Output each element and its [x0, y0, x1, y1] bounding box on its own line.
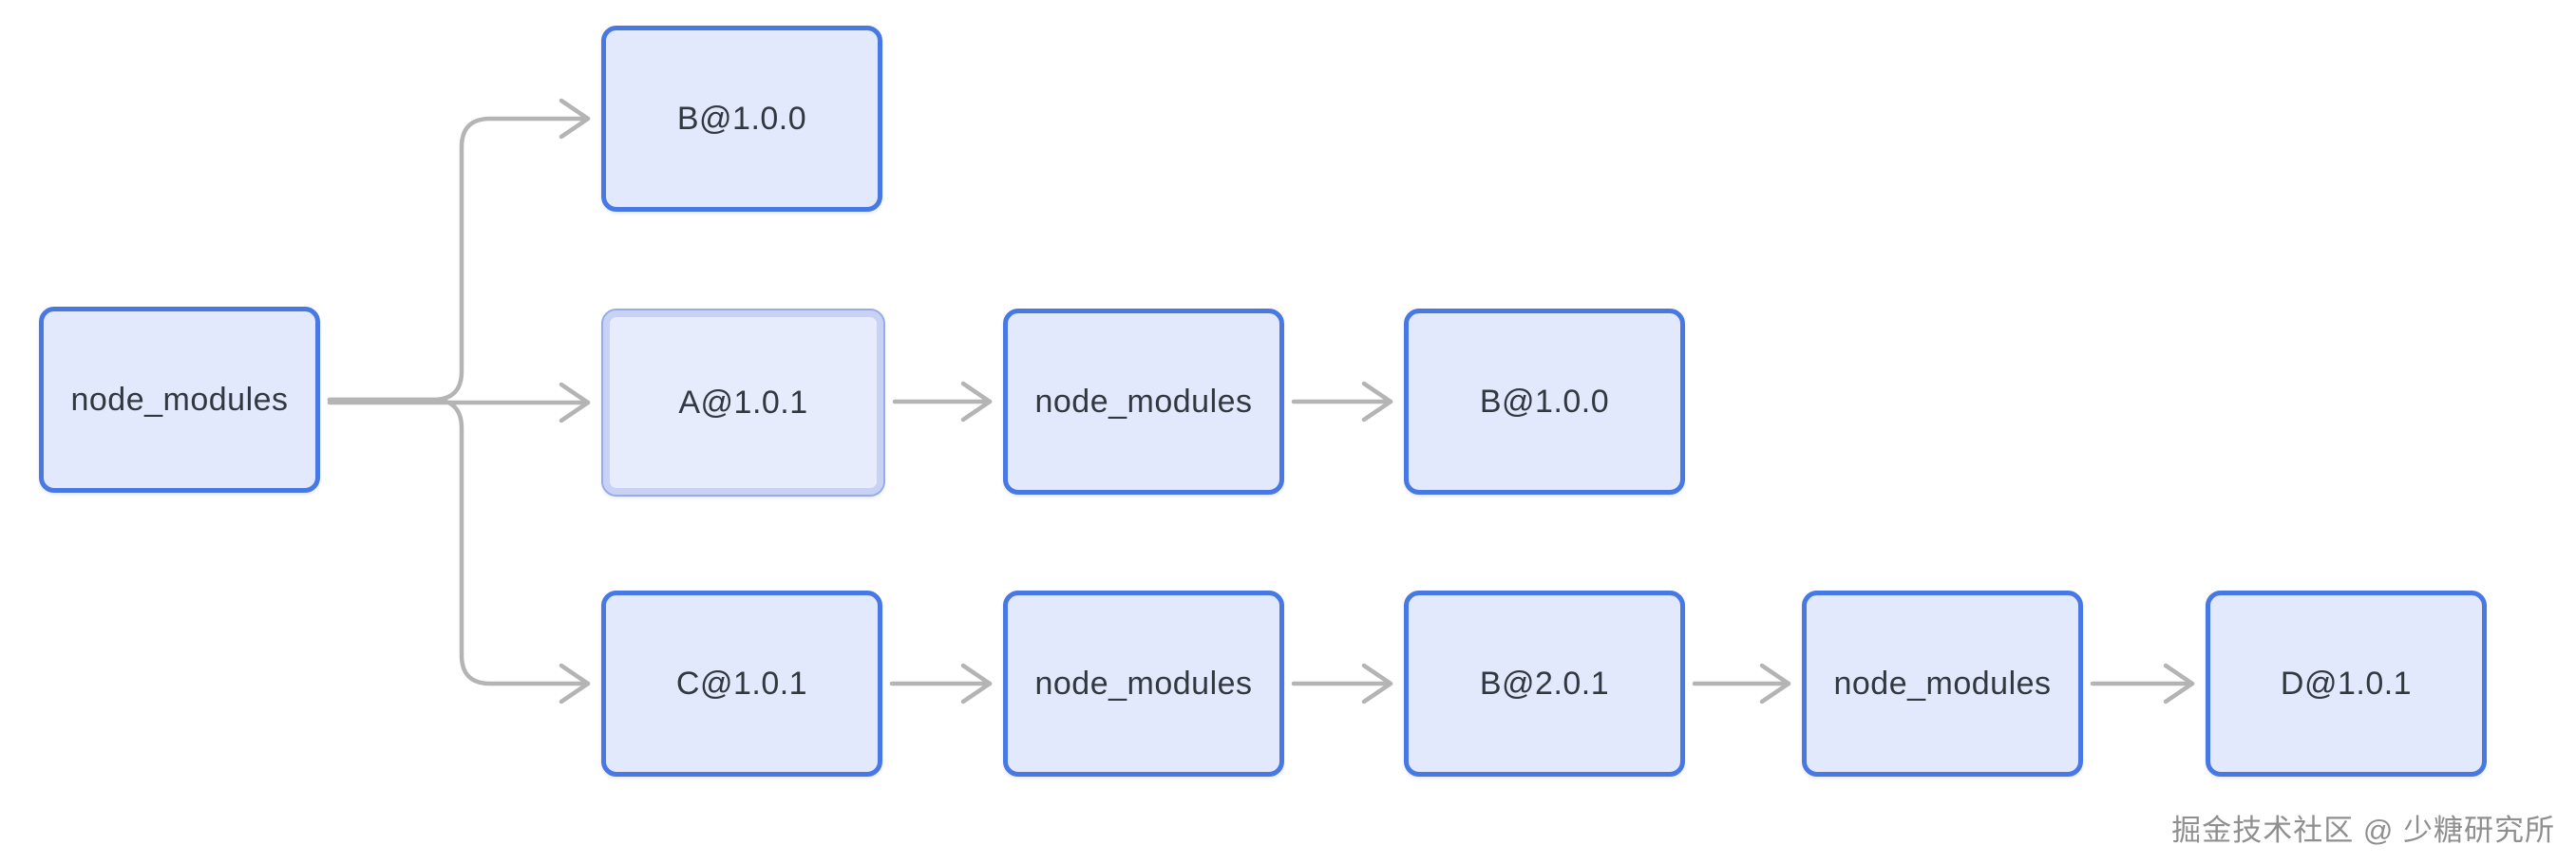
node-label: D@1.0.1	[2280, 665, 2413, 702]
node-nm-b2: node_modules	[1802, 591, 2083, 777]
edge-root-b100-top	[327, 98, 591, 403]
node-label: node_modules	[1034, 665, 1253, 702]
node-label: B@1.0.0	[1479, 383, 1610, 420]
node-nm-c: node_modules	[1003, 591, 1284, 777]
edge-root-c101	[327, 397, 591, 704]
node-c101: C@1.0.1	[601, 591, 882, 777]
node-label: node_modules	[1833, 665, 2052, 702]
node-a101: A@1.0.1	[601, 309, 885, 497]
node-b100-a: B@1.0.0	[1404, 309, 1685, 495]
node-label: C@1.0.1	[675, 665, 808, 702]
node-label: B@1.0.0	[676, 100, 807, 137]
node-label: node_modules	[1034, 383, 1253, 420]
node-b100-top: B@1.0.0	[601, 26, 882, 212]
node-d101: D@1.0.1	[2206, 591, 2487, 777]
node-label: B@2.0.1	[1479, 665, 1610, 702]
node-nm-a: node_modules	[1003, 309, 1284, 495]
node-root: node_modules	[39, 307, 320, 493]
node-label: node_modules	[70, 381, 289, 418]
node-b201: B@2.0.1	[1404, 591, 1685, 777]
node-label: A@1.0.1	[678, 384, 808, 421]
watermark: 掘金技术社区 @ 少糖研究所	[2171, 814, 2555, 847]
